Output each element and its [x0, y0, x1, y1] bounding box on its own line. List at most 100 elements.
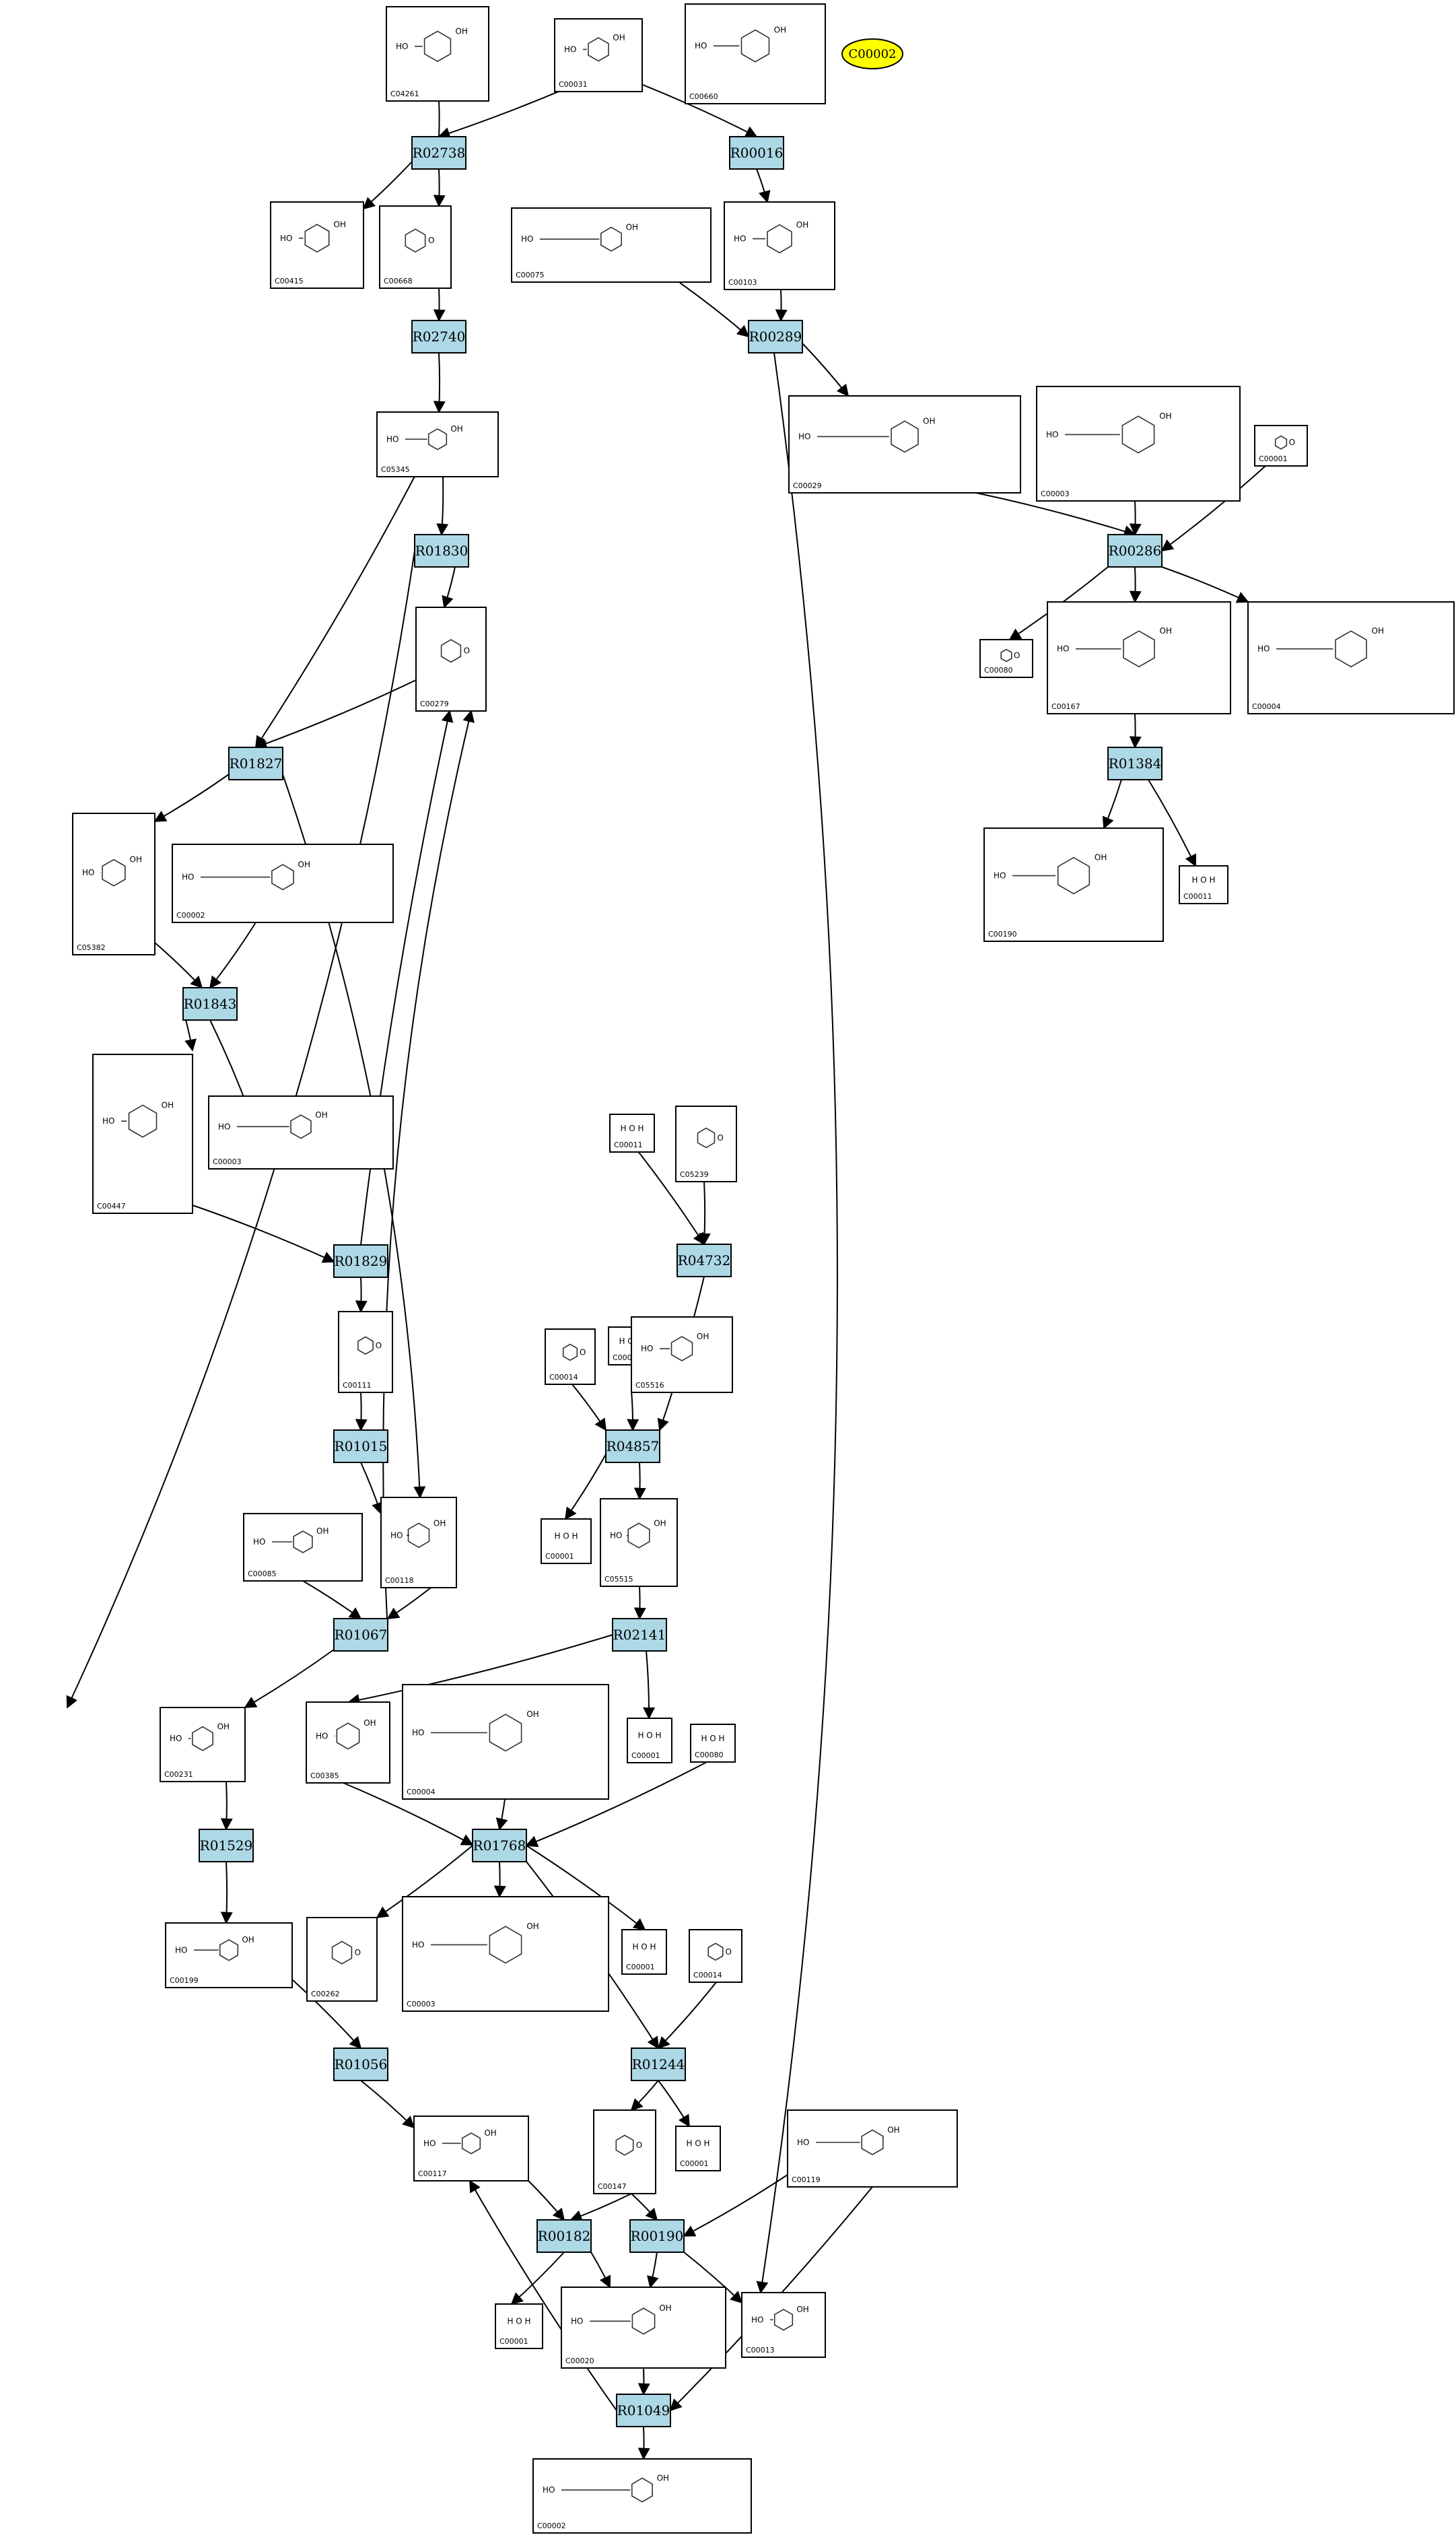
reaction-node[interactable]: R01384 [1107, 747, 1163, 780]
edge-76 [469, 2179, 617, 2411]
reaction-node[interactable]: R01244 [631, 2048, 686, 2081]
reaction-node[interactable]: R01830 [414, 534, 469, 568]
atom-label: O [464, 646, 470, 656]
compound-box [554, 18, 643, 92]
reaction-box [414, 534, 469, 568]
compound-id: C05515 [604, 1575, 633, 1584]
reaction-node[interactable]: R01843 [182, 987, 238, 1021]
reaction-node[interactable]: R02141 [612, 1618, 667, 1652]
reaction-id: R02740 [413, 329, 466, 345]
reaction-node[interactable]: R01067 [333, 1618, 388, 1652]
compound-box [621, 1929, 667, 1975]
edge-57 [493, 1861, 506, 1898]
reaction-node[interactable]: R01827 [228, 747, 283, 780]
compound-id: C00111 [343, 1381, 372, 1390]
compound-box [675, 1106, 737, 1182]
reaction-node[interactable]: R04732 [677, 1244, 732, 1277]
edge-38 [698, 1181, 711, 1246]
reaction-node[interactable]: R00182 [536, 2219, 592, 2253]
reaction-node[interactable]: R00289 [748, 320, 803, 353]
reaction-node[interactable]: R00190 [629, 2219, 685, 2253]
edge-10 [802, 343, 850, 397]
reaction-node[interactable]: R00286 [1107, 534, 1163, 568]
reaction-node[interactable]: R01049 [616, 2394, 671, 2427]
structure-ring [461, 2132, 481, 2155]
structure-ring [1335, 630, 1367, 668]
atom-label: H O H [686, 2139, 709, 2149]
compound-id: C00231 [164, 1770, 193, 1779]
reaction-node[interactable]: R00016 [729, 136, 784, 170]
reaction-node[interactable]: R02738 [411, 136, 466, 170]
edge-51 [643, 1650, 656, 1720]
reaction-node[interactable]: R02740 [411, 320, 466, 353]
reaction-node[interactable]: R01015 [333, 1429, 388, 1463]
reaction-node[interactable]: R01529 [199, 1829, 254, 1862]
edge-12 [975, 492, 1136, 537]
atom-label: O [355, 1948, 361, 1957]
atom-label: HO [396, 42, 408, 51]
reaction-box [333, 1244, 388, 1278]
atom-label: OH [796, 220, 808, 230]
edge-50 [347, 1634, 613, 1706]
structure-ring [1121, 415, 1155, 454]
reaction-node[interactable]: R01056 [333, 2048, 388, 2081]
reaction-node[interactable]: R04857 [605, 1429, 660, 1463]
reaction-id: R01056 [335, 2056, 388, 2072]
atom-label: HO [102, 1116, 114, 1126]
compound-id: C04261 [390, 90, 419, 98]
compound-id: C00001 [631, 1751, 660, 1760]
reaction-node[interactable]: R01829 [333, 1244, 388, 1278]
atom-label: OH [130, 855, 142, 865]
compound-id: C05382 [77, 943, 106, 952]
reaction-node[interactable]: R01768 [472, 1829, 527, 1862]
